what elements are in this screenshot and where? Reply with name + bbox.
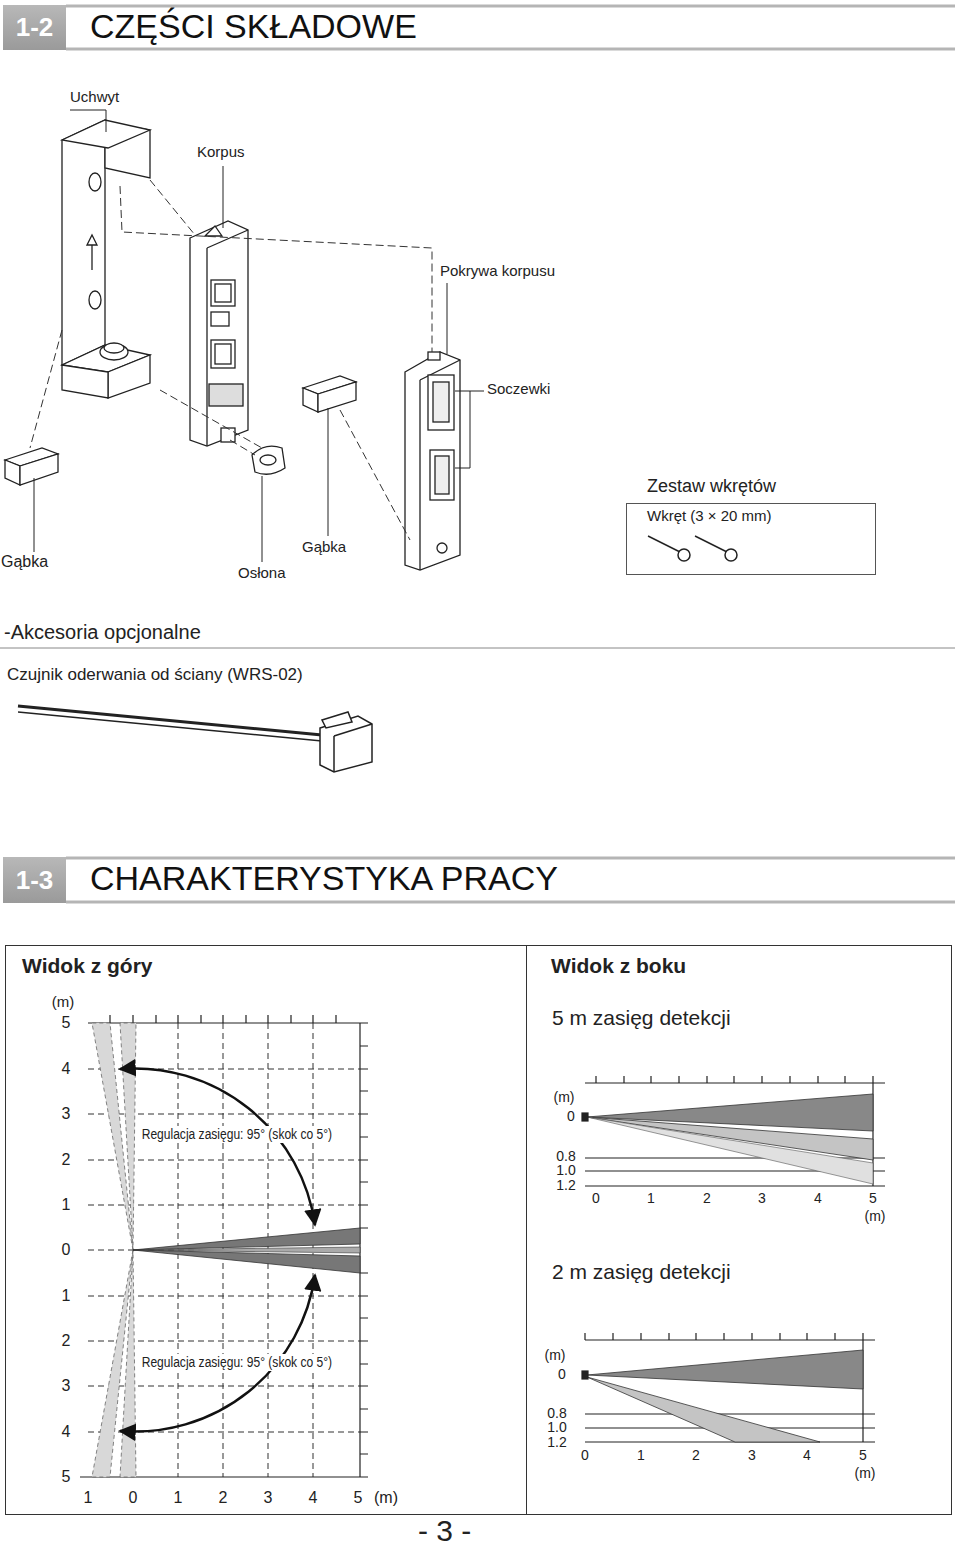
page-number: - 3 - [418, 1514, 471, 1547]
axis-tick: 3 [263, 1489, 274, 1507]
axis-tick: 5 [868, 1191, 878, 1206]
axis-unit: (m) [553, 1090, 576, 1105]
bracket-drawing [62, 120, 150, 398]
chart-panel: Widok z góry [5, 945, 527, 1515]
axis-tick: 4 [61, 1060, 72, 1078]
part-name: Soczewki [487, 381, 550, 398]
axis-tick: 3 [61, 1377, 72, 1395]
axis-tick: 0 [580, 1448, 590, 1463]
subheading: -Akcesoria opcjonalne [4, 621, 201, 643]
axis-tick: 1.2 [546, 1435, 567, 1450]
axis-tick: 1.0 [555, 1163, 576, 1178]
axis-unit: (m) [544, 1348, 567, 1363]
axis-tick: 0 [61, 1241, 72, 1259]
axis-tick: 1 [636, 1448, 646, 1463]
kit-item: Wkręt (3 × 20 mm) [647, 508, 772, 525]
axis-tick: 5 [61, 1468, 72, 1486]
cover-drawing [405, 352, 460, 570]
kit-heading: Zestaw wkrętów [647, 477, 776, 497]
panel-title: Widok z boku [551, 954, 686, 977]
axis-tick: 3 [61, 1105, 72, 1123]
axis-unit: (m) [864, 1209, 887, 1224]
axis-tick: 1 [61, 1196, 72, 1214]
section-badge: 1-2 [3, 5, 66, 50]
section-number: 1-2 [16, 13, 54, 42]
axis-tick: 3 [747, 1448, 757, 1463]
axis-tick: 1 [173, 1489, 184, 1507]
range-note: Regulacja zasięgu: 95° (skok co 5°) [140, 1126, 334, 1143]
axis-tick: 0 [566, 1109, 576, 1124]
axis-tick: 2 [691, 1448, 701, 1463]
panel-title: Widok z góry [22, 954, 152, 977]
leader-line [0, 110, 955, 648]
axis-tick: 5 [353, 1489, 364, 1507]
axis-tick: 1.0 [546, 1420, 567, 1435]
axis-tick: 1 [61, 1287, 72, 1305]
axis-tick: 3 [757, 1191, 767, 1206]
axis-tick: 2 [218, 1489, 229, 1507]
axis-tick: 2 [61, 1332, 72, 1350]
part-name: Pokrywa korpusu [440, 263, 555, 280]
part-name: Uchwyt [70, 89, 119, 106]
section-title: CZĘŚCI SKŁADOWE [90, 8, 417, 45]
axis-tick: 5 [858, 1448, 868, 1463]
side-view-chart [582, 1333, 875, 1442]
screw-drawing [648, 536, 737, 561]
axis-tick: 0 [557, 1367, 567, 1382]
axis-tick: 0 [128, 1489, 139, 1507]
axis-tick: 2 [61, 1151, 72, 1169]
chart-panel: Widok z boku [527, 945, 952, 1515]
tamper-sensor-drawing [18, 706, 372, 772]
sponge-drawing [5, 376, 356, 485]
accessory-name: Czujnik oderwania od ściany (WRS-02) [7, 666, 303, 685]
side-view-chart [582, 1076, 885, 1186]
axis-tick: 1.2 [555, 1178, 576, 1193]
axis-unit: (m) [854, 1466, 877, 1481]
part-name: Korpus [197, 144, 245, 161]
screw-kit-box: Zestaw wkrętówWkręt (3 × 20 mm) [626, 503, 876, 575]
axis-unit: (m) [51, 994, 76, 1011]
axis-tick: 1 [83, 1489, 94, 1507]
axis-unit: (m) [373, 1489, 399, 1507]
axis-tick: 2 [702, 1191, 712, 1206]
axis-tick: 0 [591, 1191, 601, 1206]
section-number: 1-3 [16, 866, 54, 895]
axis-tick: 4 [61, 1423, 72, 1441]
part-name: Osłona [238, 565, 286, 582]
range-note: Regulacja zasięgu: 95° (skok co 5°) [140, 1354, 334, 1371]
range-title: 5 m zasięg detekcji [552, 1006, 731, 1029]
section-badge: 1-3 [3, 857, 66, 903]
axis-tick: 4 [802, 1448, 812, 1463]
axis-tick: 1 [646, 1191, 656, 1206]
header-rule [66, 6, 955, 902]
axis-tick: 4 [813, 1191, 823, 1206]
section-title: CHARAKTERYSTYKA PRACY [90, 860, 558, 897]
part-name: Gąbka [302, 539, 346, 556]
axis-tick: 5 [61, 1014, 72, 1032]
range-title: 2 m zasięg detekcji [552, 1260, 731, 1283]
top-view-chart [80, 1015, 368, 1477]
axis-tick: 4 [308, 1489, 319, 1507]
part-name: Gąbka [1, 553, 48, 571]
assembly-line [30, 180, 432, 540]
body-drawing [190, 221, 248, 446]
